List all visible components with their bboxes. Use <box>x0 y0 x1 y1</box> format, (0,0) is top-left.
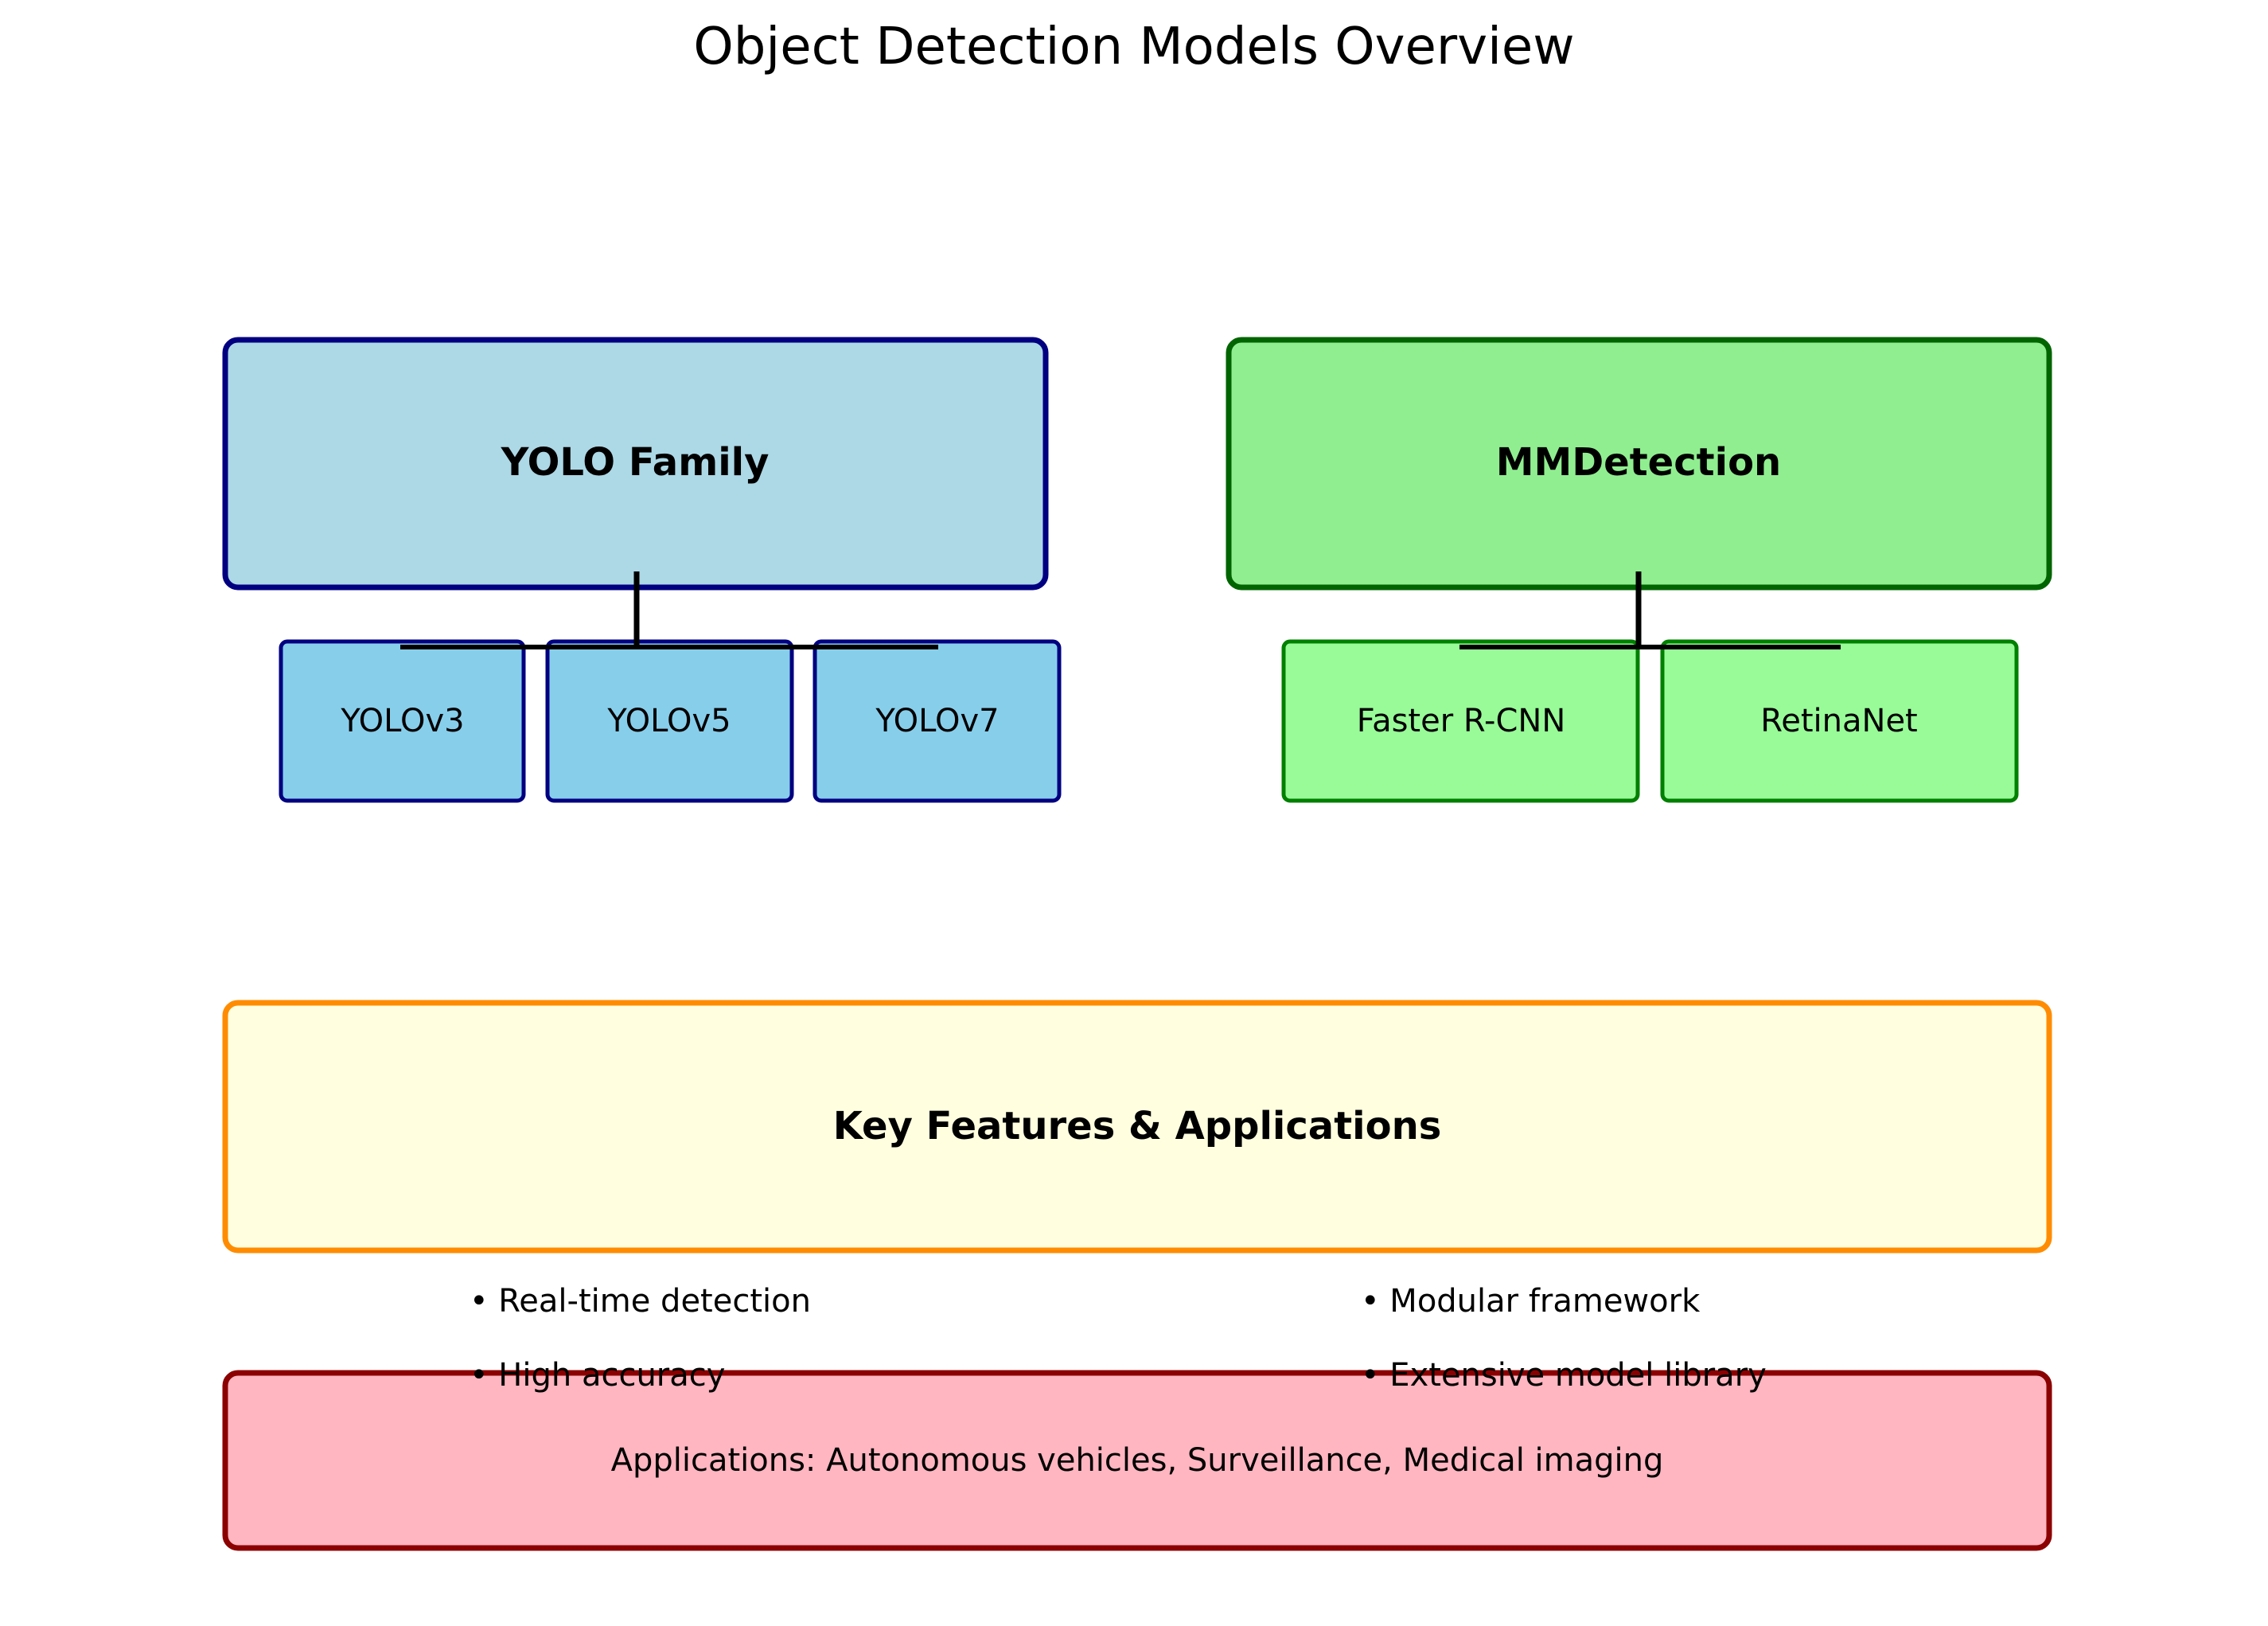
faster-rcnn-label: Faster R-CNN <box>1357 703 1566 739</box>
key-features-label: Key Features & Applications <box>833 1104 1442 1148</box>
diagram-title: Object Detection Models Overview <box>693 18 1574 76</box>
yolov7-box <box>813 639 1062 803</box>
feature-bullet-accuracy: • High accuracy <box>470 1357 725 1394</box>
yolov3-label: YOLOv3 <box>340 703 464 739</box>
mmdetection-label: MMDetection <box>1496 440 1781 485</box>
yolov5-label: YOLOv5 <box>606 703 731 739</box>
yolo-family-label: YOLO Family <box>501 440 770 485</box>
feature-bullet-modular: • Modular framework <box>1361 1283 1701 1320</box>
applications-text: Applications: Autonomous vehicles, Surve… <box>611 1442 1664 1479</box>
yolov3-box <box>279 639 526 803</box>
yolov7-label: YOLOv7 <box>875 703 999 739</box>
yolov5-box <box>545 639 794 803</box>
mmdetection-connector <box>1459 571 1841 649</box>
key-features-box <box>222 1000 2052 1254</box>
retinanet-label: RetinaNet <box>1760 703 1917 739</box>
feature-bullet-realtime: • Real-time detection <box>470 1283 811 1320</box>
feature-bullet-library: • Extensive model library <box>1361 1357 1767 1394</box>
applications-box <box>222 1370 2052 1551</box>
faster-rcnn-box <box>1281 639 1640 803</box>
yolo-connector <box>400 571 938 649</box>
retinanet-box <box>1660 639 2019 803</box>
